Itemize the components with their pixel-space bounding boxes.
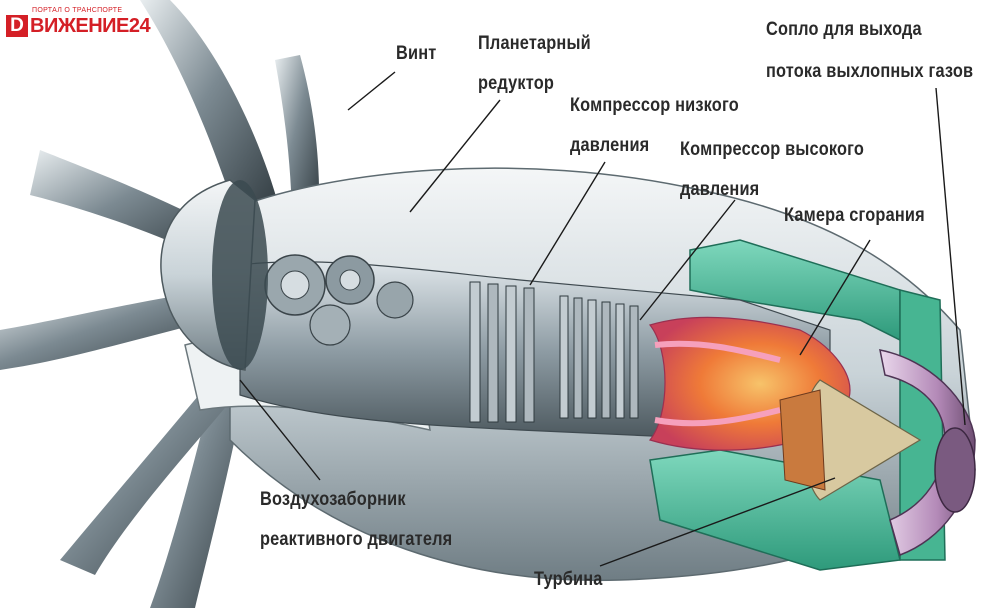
spinner-hub xyxy=(212,180,268,370)
leader-line-propeller xyxy=(348,72,395,110)
logo-name: ВИЖЕНИЕ24 xyxy=(30,15,150,37)
label-gearbox-line1: Планетарный xyxy=(478,30,591,58)
dvizhenie24-logo-icon: D ПОРТАЛ О ТРАНСПОРТЕ ВИЖЕНИЕ24 xyxy=(6,6,138,40)
label-hp-compressor-line1: Компрессор высокого xyxy=(680,136,864,164)
label-hp-compressor-line2: давления xyxy=(680,176,759,204)
label-turbine: Турбина xyxy=(534,566,603,594)
label-air-intake-line1: Воздухозаборник xyxy=(260,486,406,514)
turbine-disc xyxy=(780,390,825,490)
label-combustion-chamber: Камера сгорания xyxy=(784,202,925,230)
logo-tagline: ПОРТАЛ О ТРАНСПОРТЕ xyxy=(32,7,122,14)
label-nozzle-line2: потока выхлопных газов xyxy=(766,58,973,86)
nozzle-opening xyxy=(935,428,975,512)
label-air-intake-line2: реактивного двигателя xyxy=(260,526,452,554)
label-lp-compressor-line1: Компрессор низкого xyxy=(570,92,739,120)
label-lp-compressor-line2: давления xyxy=(570,132,649,160)
label-propeller: Винт xyxy=(396,40,436,68)
label-nozzle-line1: Сопло для выхода xyxy=(766,16,922,44)
logo-mark: D xyxy=(6,15,28,37)
label-gearbox-line2: редуктор xyxy=(478,70,554,98)
